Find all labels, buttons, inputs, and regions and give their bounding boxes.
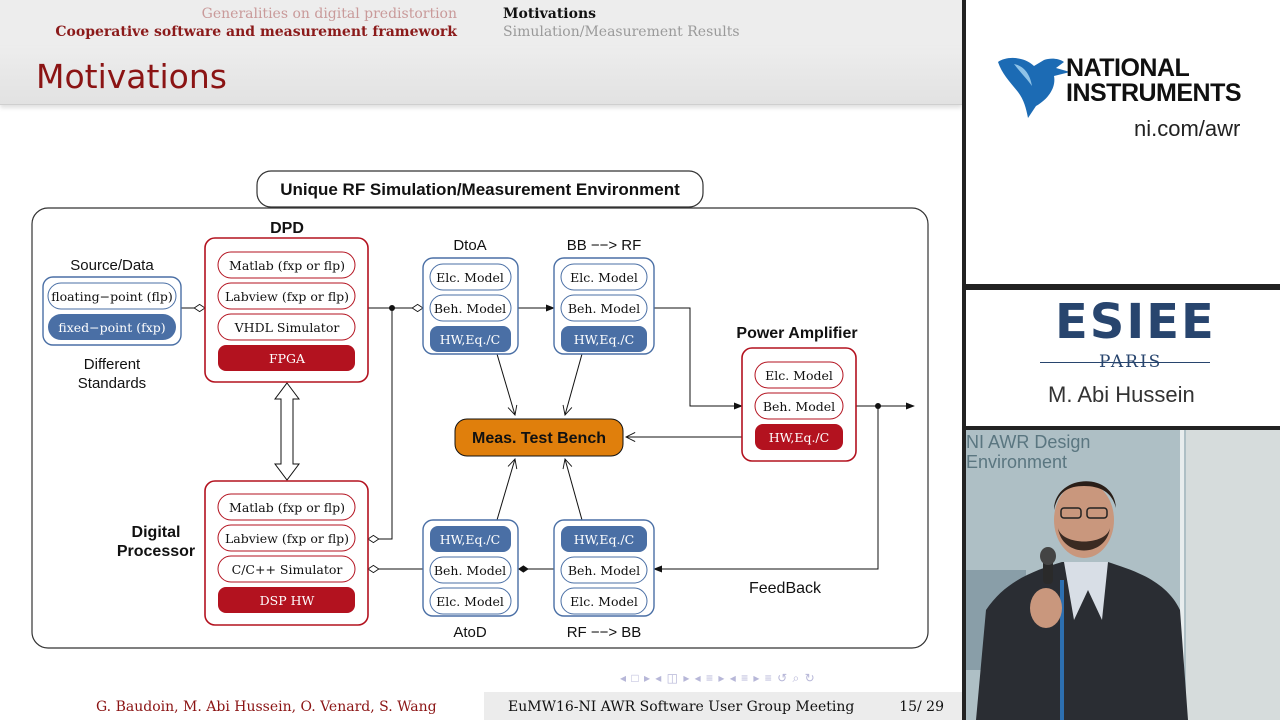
feedback-label: FeedBack bbox=[749, 580, 822, 597]
beamer-header-nav: Generalities on digital predistortion Co… bbox=[0, 0, 962, 46]
speaker-name: M. Abi Hussein bbox=[1048, 382, 1195, 407]
atod-item-beh[interactable] bbox=[429, 556, 512, 584]
rf-bb-item-beh[interactable] bbox=[560, 556, 648, 584]
dpd-item-labview[interactable] bbox=[217, 282, 356, 310]
bb-rf-item-hw-label: HW,Eq./C bbox=[574, 332, 634, 347]
frame-title-bar: Motivations bbox=[0, 46, 962, 105]
school-name: ESIEE bbox=[1055, 294, 1216, 350]
dp-item-matlab[interactable] bbox=[217, 493, 356, 521]
meas-test-bench-label: Meas. Test Bench bbox=[472, 430, 606, 447]
dtoa-item-beh-label: Beh. Model bbox=[434, 301, 506, 316]
presentation-slide: Generalities on digital predistortion Co… bbox=[0, 0, 962, 720]
ni-logo-box: NATIONAL INSTRUMENTS ni.com/awr bbox=[966, 0, 1280, 284]
dp-item-csim[interactable] bbox=[217, 555, 356, 583]
nav-section-current[interactable]: Cooperative software and measurement fra… bbox=[55, 24, 457, 40]
bb-rf-item-elc-label: Elc. Model bbox=[570, 270, 638, 285]
footer-event: EuMW16-NI AWR Software User Group Meetin… bbox=[508, 699, 855, 715]
dp-item-dsp-label: DSP HW bbox=[260, 593, 315, 608]
dpd-item-vhdl-label: VHDL Simulator bbox=[234, 320, 340, 335]
footer-page-number: 15/ 29 bbox=[899, 699, 944, 715]
dtoa-title: DtoA bbox=[453, 237, 486, 254]
pa-item-elc-label: Elc. Model bbox=[765, 368, 833, 383]
ni-brand-name: NATIONAL INSTRUMENTS bbox=[1066, 54, 1242, 107]
dp-item-dsp[interactable] bbox=[218, 587, 355, 613]
environment-frame bbox=[31, 207, 929, 649]
dpd-item-labview-label: Labview (fxp or flp) bbox=[225, 289, 349, 304]
pa-item-hw[interactable] bbox=[755, 424, 843, 450]
dtoa-item-beh[interactable] bbox=[429, 294, 512, 322]
dp-item-labview-label: Labview (fxp or flp) bbox=[225, 531, 349, 546]
atod-item-elc-label: Elc. Model bbox=[436, 594, 504, 609]
dp-item-labview[interactable] bbox=[217, 524, 356, 552]
source-caption-line1: Different bbox=[84, 356, 141, 373]
pa-title: Power Amplifier bbox=[736, 325, 857, 342]
atod-item-elc[interactable] bbox=[429, 587, 512, 615]
bb-rf-item-beh-label: Beh. Model bbox=[568, 301, 640, 316]
dtoa-item-elc[interactable] bbox=[429, 263, 512, 291]
nav-section-prev[interactable]: Generalities on digital predistortion bbox=[201, 6, 457, 22]
rf-environment-diagram: Unique RF Simulation/Measurement Environ… bbox=[31, 170, 929, 649]
dpd-item-fpga[interactable] bbox=[218, 345, 355, 371]
source-option-fxp-label: fixed−point (fxp) bbox=[58, 320, 165, 335]
bb-rf-item-hw[interactable] bbox=[561, 326, 647, 352]
source-option-flp[interactable] bbox=[47, 282, 177, 310]
speaker-figure bbox=[966, 430, 1280, 720]
dpd-item-vhdl[interactable] bbox=[217, 313, 356, 341]
pa-item-elc[interactable] bbox=[754, 361, 844, 389]
school-city: PARIS bbox=[1099, 352, 1163, 372]
rf-bb-item-beh-label: Beh. Model bbox=[568, 563, 640, 578]
esiee-logo-box: ESIEE PARIS M. Abi Hussein bbox=[966, 290, 1280, 426]
bb-rf-title: BB −−> RF bbox=[567, 237, 642, 254]
ni-eagle-logo-icon bbox=[998, 57, 1070, 118]
digital-processor-title-line1: Digital bbox=[132, 524, 181, 541]
dtoa-item-hw[interactable] bbox=[430, 326, 511, 352]
environment-title: Unique RF Simulation/Measurement Environ… bbox=[280, 180, 680, 199]
conference-video-panel: NATIONAL INSTRUMENTS ni.com/awr ESIEE PA… bbox=[962, 0, 1280, 720]
dtoa-item-hw-label: HW,Eq./C bbox=[440, 332, 500, 347]
pa-item-beh-label: Beh. Model bbox=[763, 399, 835, 414]
source-caption-line2: Standards bbox=[78, 375, 146, 392]
atod-item-hw-label: HW,Eq./C bbox=[440, 532, 500, 547]
digital-processor-title-line2: Processor bbox=[117, 543, 195, 560]
dpd-item-matlab[interactable] bbox=[217, 251, 356, 279]
nav-subsection-next[interactable]: Simulation/Measurement Results bbox=[503, 24, 740, 40]
pa-item-hw-label: HW,Eq./C bbox=[769, 430, 829, 445]
beamer-footer: G. Baudoin, M. Abi Hussein, O. Venard, S… bbox=[0, 692, 962, 720]
event-banner: NI AWR Design Environment bbox=[966, 432, 1091, 472]
rf-bb-item-elc[interactable] bbox=[560, 587, 648, 615]
rf-bb-item-elc-label: Elc. Model bbox=[570, 594, 638, 609]
rf-bb-item-hw[interactable] bbox=[561, 526, 647, 552]
bidirectional-arrow-icon bbox=[274, 382, 300, 481]
speaker-video: NI AWR Design Environment bbox=[966, 430, 1280, 720]
rf-bb-title: RF −−> BB bbox=[567, 624, 642, 641]
source-title: Source/Data bbox=[70, 257, 154, 274]
dp-item-csim-label: C/C++ Simulator bbox=[232, 562, 343, 577]
footer-authors: G. Baudoin, M. Abi Hussein, O. Venard, S… bbox=[96, 699, 437, 715]
frame-title: Motivations bbox=[36, 57, 227, 96]
bb-rf-item-elc[interactable] bbox=[560, 263, 648, 291]
source-option-fxp[interactable] bbox=[48, 314, 176, 340]
beamer-navigation-symbols[interactable]: ◂ □ ▸ ◂ ◫ ▸ ◂ ≡ ▸ ◂ ≡ ▸ ≡ ↺ ⌕ ↻ bbox=[620, 671, 816, 685]
atod-item-hw[interactable] bbox=[430, 526, 511, 552]
dp-item-matlab-label: Matlab (fxp or flp) bbox=[229, 500, 345, 515]
bb-rf-item-beh[interactable] bbox=[560, 294, 648, 322]
dpd-item-matlab-label: Matlab (fxp or flp) bbox=[229, 258, 345, 273]
atod-title: AtoD bbox=[453, 624, 487, 641]
source-option-flp-label: floating−point (flp) bbox=[51, 289, 173, 304]
ni-website: ni.com/awr bbox=[1134, 116, 1241, 141]
meas-test-bench[interactable] bbox=[454, 418, 624, 457]
pa-item-beh[interactable] bbox=[754, 392, 844, 420]
atod-item-beh-label: Beh. Model bbox=[434, 563, 506, 578]
dpd-title: DPD bbox=[270, 220, 304, 237]
dtoa-item-elc-label: Elc. Model bbox=[436, 270, 504, 285]
dpd-item-fpga-label: FPGA bbox=[269, 351, 306, 366]
connectors bbox=[181, 303, 915, 574]
rf-bb-item-hw-label: HW,Eq./C bbox=[574, 532, 634, 547]
nav-subsection-current[interactable]: Motivations bbox=[503, 6, 597, 22]
environment-title-box bbox=[256, 170, 704, 208]
